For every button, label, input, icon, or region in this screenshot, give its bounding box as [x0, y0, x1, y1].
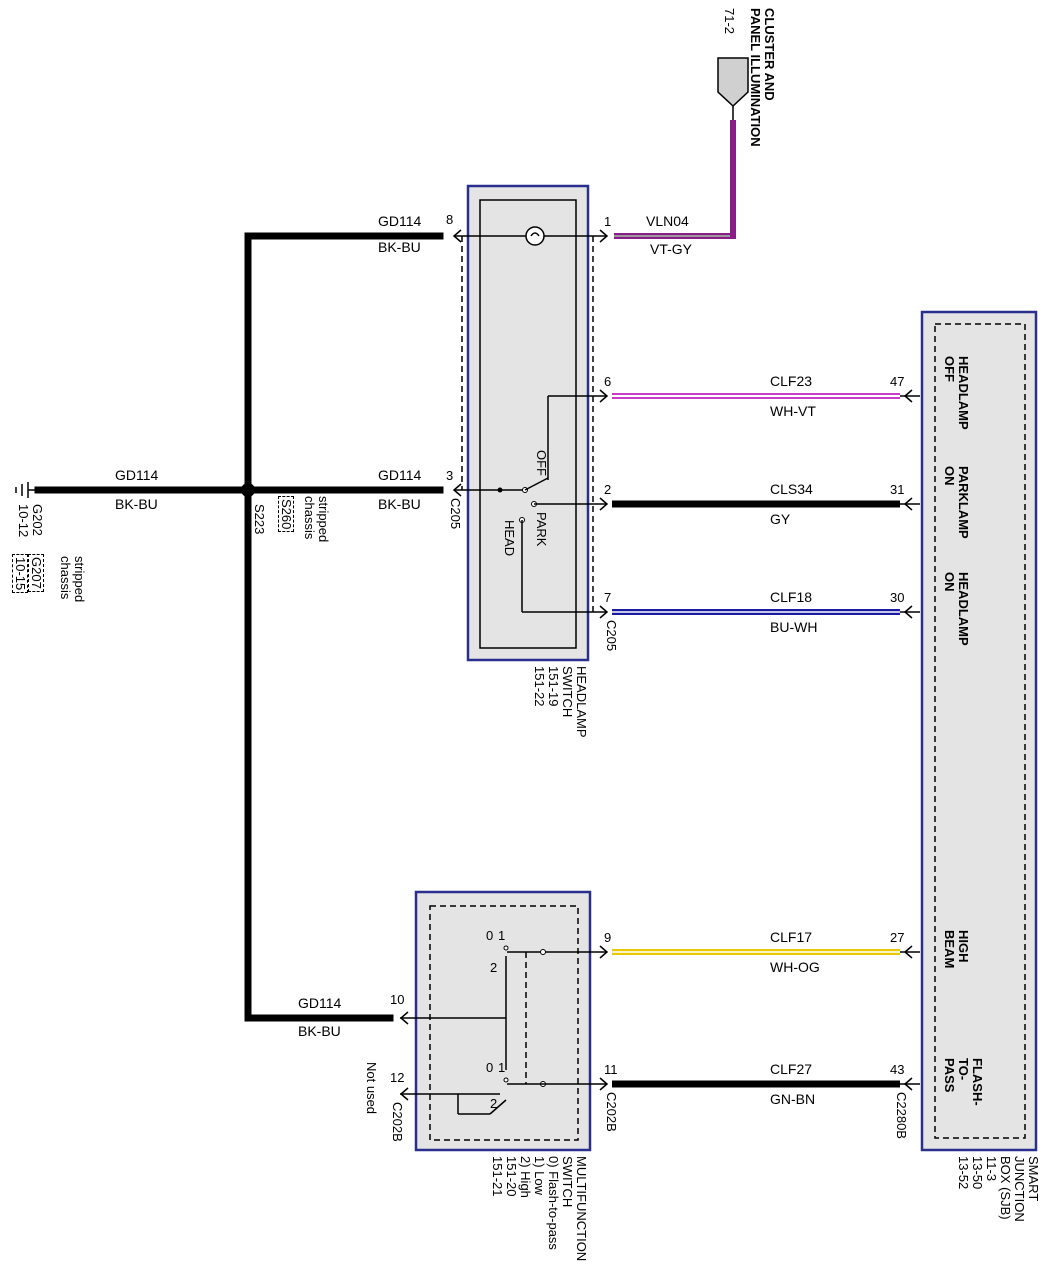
sjb-box[interactable] [920, 310, 1038, 1152]
hs-top-wire-color: BK-BU [378, 239, 421, 255]
mf-pos-1-b: 1 [498, 1060, 505, 1075]
sjb-input-flash-to-pass: FLASH- TO- PASS [942, 1058, 985, 1106]
mf-pin-10: 10 [390, 992, 404, 1007]
hs-top-wire-label: GD114 [378, 213, 422, 229]
clf18-color: BU-WH [770, 619, 817, 635]
hs-connector-right: C205 [604, 620, 619, 652]
sjb-pin-30: 30 [890, 590, 904, 605]
connector-arrow-icon [717, 57, 749, 108]
mf-pos-2-a: 2 [490, 960, 497, 975]
splice-id: S223 [252, 504, 267, 535]
illum-wire-color: VT-GY [650, 241, 693, 257]
ground-alt-ref: 10-15 [12, 554, 28, 594]
clf23-color: WH-VT [770, 403, 816, 419]
illumination-wire [614, 57, 749, 239]
mf-not-used: Not used [364, 1062, 379, 1115]
headlamp-switch-box[interactable] [461, 184, 594, 662]
hs-pin-7: 7 [604, 590, 611, 605]
mf-pin-12: 12 [390, 1070, 404, 1085]
ground-alt-note: stripped chassis [58, 556, 87, 603]
cls34-color: GY [770, 511, 791, 527]
clf27-color: GN-BN [770, 1091, 815, 1107]
ground-alt-id: G207 [28, 554, 44, 592]
sjb-pin-27: 27 [890, 930, 904, 945]
mf-wire-label: GD114 [298, 995, 342, 1011]
splice-dot [241, 483, 255, 497]
mf-pos-0-b: 0 [486, 1060, 493, 1075]
illumination-label: CLUSTER AND PANEL ILLUMINATION [748, 8, 777, 147]
hs-connector-left: C205 [448, 498, 463, 530]
headlamp-switch-contacts [455, 395, 606, 613]
clf17-color: WH-OG [770, 959, 820, 975]
hs-park-label: PARK [534, 512, 549, 547]
ground-trunk [34, 232, 444, 1022]
ground-id: G202 [30, 504, 45, 536]
splice-alt-note: stripped chassis [302, 496, 331, 543]
ground-wire-label: GD114 [115, 467, 159, 483]
clf18-circuit: CLF18 [770, 589, 812, 605]
clf27-circuit: CLF27 [770, 1061, 812, 1077]
multifunction-switch-contacts [400, 945, 606, 1115]
sjb-input-parklamp-on: PARKLAMP ON [942, 466, 971, 539]
multifunction-switch-box[interactable] [414, 890, 592, 1152]
hs-head-label: HEAD [502, 520, 517, 557]
ground-ref: 10-12 [16, 504, 31, 538]
splice-alt-id: S260 [278, 496, 294, 533]
illumination-ref: 71-2 [722, 8, 737, 35]
hs-pin-2: 2 [604, 482, 611, 497]
hs-off-label: OFF [534, 450, 549, 476]
sjb-pin-stubs [900, 395, 920, 1085]
mf-pos-2-b: 2 [490, 1096, 497, 1111]
mf-pos-0-a: 0 [486, 928, 493, 943]
mf-connector-left: C202B [390, 1102, 405, 1142]
clf17-circuit: CLF17 [770, 929, 812, 945]
sjb-input-high-beam: HIGH BEAM [942, 930, 971, 969]
illum-pin: 1 [604, 214, 611, 229]
sjb-connector: C2280B [894, 1092, 909, 1139]
cls34-circuit: CLS34 [770, 481, 813, 497]
ground-wire-color: BK-BU [115, 496, 158, 512]
connector-chevron-icons [399, 229, 913, 1101]
sjb-pin-31: 31 [890, 482, 904, 497]
mf-pin-9: 9 [604, 930, 611, 945]
illum-wire-label: VLN04 [646, 213, 689, 229]
hs-main-wire-label: GD114 [378, 467, 422, 483]
hs-title: HEADLAMP SWITCH 151-19 151-22 [532, 666, 589, 738]
mf-pin-11: 11 [604, 1062, 618, 1077]
sjb-pin-47: 47 [890, 374, 904, 389]
lamp-bulb-icon [525, 226, 545, 246]
sjb-input-headlamp-off: HEADLAMP OFF [942, 356, 971, 430]
mf-title: MULTIFUNCTION SWITCH 0) Flash-to-pass 1)… [490, 1156, 589, 1262]
ground-icon [15, 482, 36, 498]
mf-wire-color: BK-BU [298, 1023, 341, 1039]
mf-connector-right: C202B [604, 1092, 619, 1132]
hs-pin-6: 6 [604, 374, 611, 389]
sjb-input-headlamp-on: HEADLAMP ON [942, 572, 971, 646]
mf-pos-1-a: 1 [498, 928, 505, 943]
hs-pin-3: 3 [446, 468, 453, 483]
hs-pin-8: 8 [446, 212, 453, 227]
sjb-pin-43: 43 [890, 1062, 904, 1077]
clf23-circuit: CLF23 [770, 373, 812, 389]
hs-main-wire-color: BK-BU [378, 496, 421, 512]
sjb-title: SMART JUNCTION BOX (SJB) 11-3 13-50 13-5… [956, 1156, 1041, 1222]
